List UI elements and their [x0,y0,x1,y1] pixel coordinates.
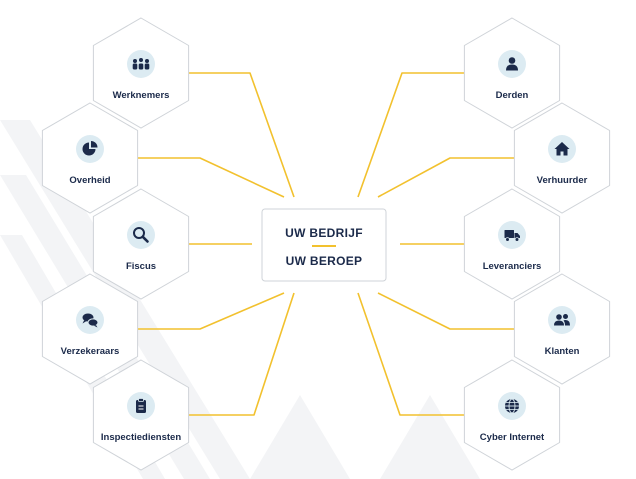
watermark-stripe [250,395,350,479]
globe-icon [498,392,526,420]
connector-line [131,292,285,330]
connector-line [377,292,521,330]
center-title-line2: UW BEROEP [286,254,363,268]
connector-line [131,157,285,198]
node-werknemers: Werknemers [92,17,190,129]
clipboard-icon [127,392,155,420]
users-icon [548,306,576,334]
center-title-line1: UW BEDRIJF [285,226,363,240]
connector-lines [131,72,521,416]
node-label: Cyber Internet [480,432,545,443]
node-fiscus: Fiscus [92,188,190,300]
node-inspectiediensten: Inspectiediensten [92,359,190,471]
connector-line [377,157,521,198]
node-verzekeraars: Verzekeraars [41,273,139,385]
person-icon [498,50,526,78]
node-label: Klanten [545,346,580,357]
node-label: Fiscus [126,261,156,272]
chat-bubbles-icon [76,306,104,334]
node-label: Leveranciers [483,261,542,272]
node-verhuurder: Verhuurder [513,102,611,214]
connector-line [357,72,467,198]
people-group-icon [127,50,155,78]
node-label: Overheid [69,175,110,186]
magnifier-icon [127,221,155,249]
node-label: Inspectiediensten [101,432,181,443]
node-klanten: Klanten [513,273,611,385]
center-box: UW BEDRIJF UW BEROEP [261,208,387,282]
node-cyber-internet: Cyber Internet [463,359,561,471]
connector-line [186,72,295,198]
node-label: Werknemers [113,90,170,101]
node-label: Derden [496,90,529,101]
node-label: Verzekeraars [61,346,120,357]
pie-chart-icon [76,135,104,163]
node-label: Verhuurder [537,175,588,186]
node-derden: Derden [463,17,561,129]
house-icon [548,135,576,163]
truck-icon [498,221,526,249]
connector-line [186,292,295,416]
node-group: WerknemersOverheidFiscusVerzekeraarsInsp… [41,17,611,471]
node-overheid: Overheid [41,102,139,214]
watermark-stripe [380,395,480,479]
connector-line [357,292,467,416]
node-leveranciers: Leveranciers [463,188,561,300]
